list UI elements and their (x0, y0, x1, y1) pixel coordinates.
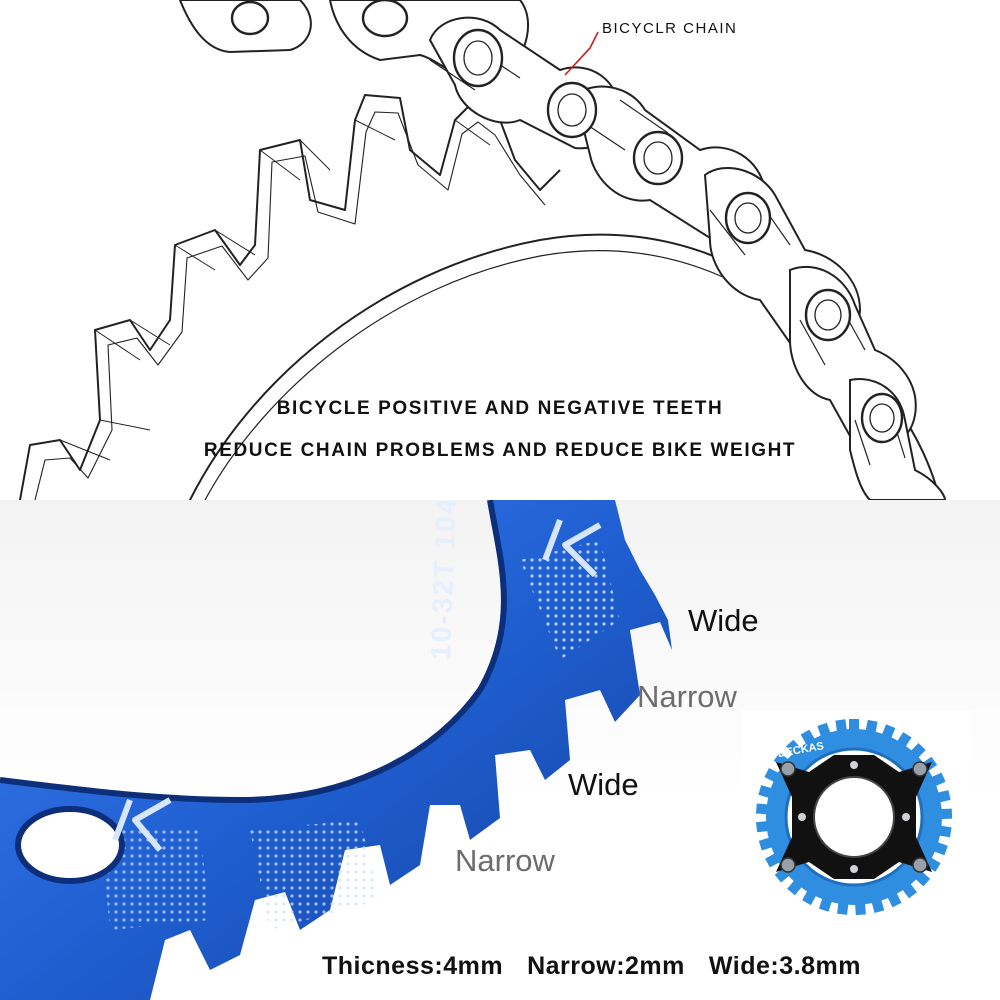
tooth-label-narrow-2: Narrow (455, 843, 555, 878)
blue-chainring-closeup: 10-32T 104BCD (0, 500, 672, 1000)
specs-line: Thicness:4mm Narrow:2mm Wide:3.8mm (322, 952, 861, 981)
tooth-label-narrow-1: Narrow (637, 679, 737, 714)
headline-line-2: REDUCE CHAIN PROBLEMS AND REDUCE BIKE WE… (203, 440, 797, 461)
tooth-label-wide-1: Wide (688, 603, 759, 638)
spec-wide: Wide:3.8mm (708, 952, 861, 980)
tooth-label-wide-2: Wide (568, 767, 639, 802)
chain-callout-label: BICYCLR CHAIN (602, 20, 738, 37)
spec-thickness: Thicness:4mm (322, 952, 504, 980)
chainring-with-spider-inset: DECKAS (742, 710, 972, 925)
ring-engraving: 10-32T 104BCD (425, 500, 464, 660)
headline-line-1: BICYCLE POSITIVE AND NEGATIVE TEETH (276, 398, 724, 419)
spec-narrow: Narrow:2mm (527, 952, 685, 980)
callout-leader-line (564, 31, 599, 76)
chainring-chain-line-drawing (19, 0, 947, 500)
line-drawing-panel: BICYCLR CHAIN BICYCLE POSITIVE AND NEGAT… (19, 0, 947, 500)
